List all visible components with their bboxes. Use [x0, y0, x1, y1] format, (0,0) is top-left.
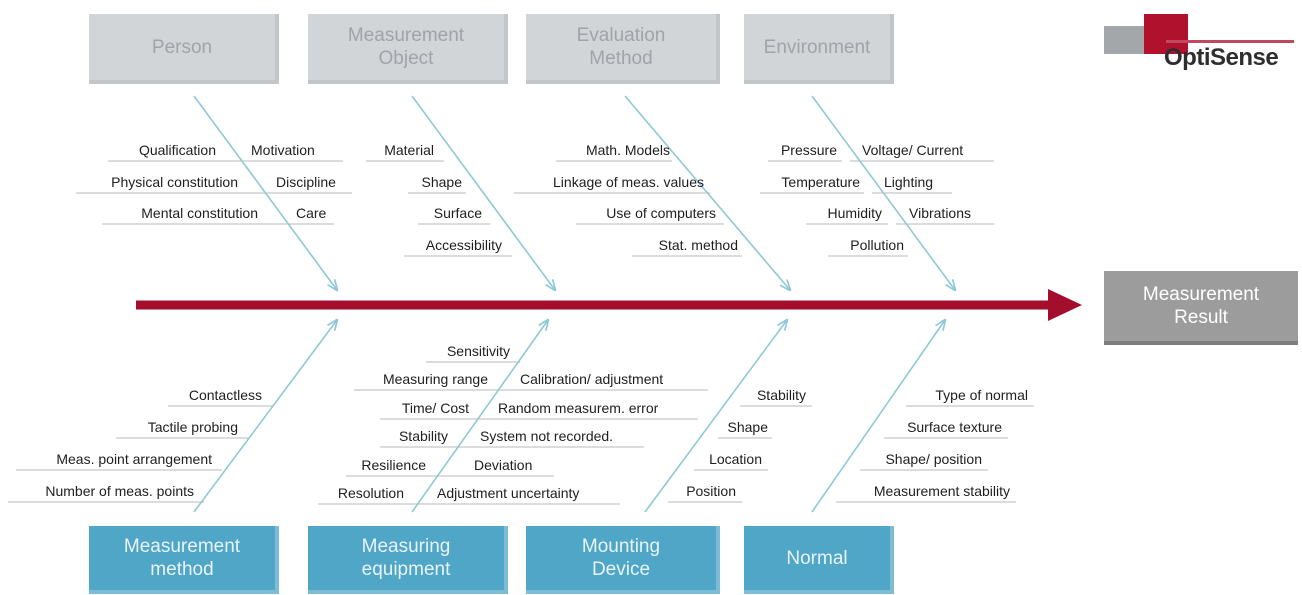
cause-label: Location [709, 451, 762, 467]
cause-label: Resilience [361, 457, 426, 473]
cause-label: Stability [399, 428, 448, 444]
cause-label: Mental constitution [141, 205, 258, 221]
cause-label: Adjustment uncertainty [437, 485, 579, 501]
cause-label: Motivation [251, 142, 315, 158]
cause-label: Pollution [850, 237, 904, 253]
cause-label: Accessibility [426, 237, 502, 253]
category-box-person: Person [89, 14, 279, 84]
bone-bottom-1 [193, 320, 337, 513]
cause-label: Temperature [781, 174, 860, 190]
cause-label: Calibration/ adjustment [520, 371, 663, 387]
category-label-normal: Normal [786, 547, 848, 569]
cause-label: Deviation [474, 457, 532, 473]
cause-label: Use of computers [606, 205, 716, 221]
cause-label: Pressure [781, 142, 837, 158]
cause-label: Math. Models [586, 142, 670, 158]
category-label-evaluation-method: Evaluation Method [576, 25, 666, 69]
bone-top-2 [411, 95, 555, 290]
cause-label: Linkage of meas. values [553, 174, 704, 190]
cause-label: Number of meas. points [45, 483, 194, 499]
category-box-measurement-method: Measurement method [89, 526, 279, 594]
cause-label: Surface texture [907, 419, 1002, 435]
logo-text: OptiSense [1164, 44, 1279, 71]
cause-label: Shape [728, 419, 769, 435]
bone-bottom-3 [644, 320, 787, 513]
cause-label: Shape/ position [885, 451, 982, 467]
cause-label: Tactile probing [148, 419, 238, 435]
cause-label: Measuring range [383, 371, 488, 387]
category-box-mounting-device: Mounting Device [526, 526, 720, 594]
cause-label: Lighting [884, 174, 933, 190]
category-label-measurement-method: Measurement method [123, 536, 241, 580]
cause-label: Material [384, 142, 434, 158]
logo-underline [1166, 40, 1294, 43]
cause-label: Stability [757, 387, 806, 403]
category-label-measuring-equipment: Measuring equipment [361, 536, 451, 580]
cause-label: Physical constitution [111, 174, 238, 190]
bone-bottom-4 [811, 320, 945, 513]
bone-bottom-2 [411, 320, 548, 513]
optisense-logo: OptiSense [1104, 14, 1296, 74]
cause-label: Surface [434, 205, 482, 221]
category-label-mounting-device: Mounting Device [581, 536, 661, 580]
cause-label: Meas. point arrangement [56, 451, 212, 467]
cause-label: Shape [422, 174, 463, 190]
cause-label: Measurement stability [874, 483, 1010, 499]
category-label-person: Person [151, 36, 213, 58]
cause-label: Sensitivity [447, 343, 510, 359]
category-box-measuring-equipment: Measuring equipment [308, 526, 508, 594]
effect-box-measurement-result: Measurement Result [1104, 271, 1298, 345]
cause-label: Discipline [276, 174, 336, 190]
cause-label: Humidity [828, 205, 882, 221]
category-label-measurement-object: Measurement Object [347, 25, 465, 69]
cause-label: Contactless [189, 387, 262, 403]
cause-label: Position [686, 483, 736, 499]
category-box-measurement-object: Measurement Object [308, 14, 508, 84]
cause-label: Qualification [139, 142, 216, 158]
cause-label: Vibrations [909, 205, 971, 221]
cause-label: System not recorded. [480, 428, 613, 444]
effect-label: Measurement Result [1142, 284, 1260, 328]
cause-label: Random measurem. error [498, 400, 659, 416]
logo-red-square [1144, 14, 1188, 54]
cause-label: Type of normal [935, 387, 1028, 403]
spine-arrowhead [1048, 289, 1082, 321]
category-label-environment: Environment [763, 36, 871, 58]
category-box-environment: Environment [744, 14, 894, 84]
cause-label: Voltage/ Current [862, 142, 963, 158]
cause-label: Resolution [338, 485, 404, 501]
category-box-normal: Normal [744, 526, 894, 594]
category-box-evaluation-method: Evaluation Method [526, 14, 720, 84]
cause-label: Stat. method [659, 237, 738, 253]
cause-label: Care [296, 205, 327, 221]
cause-label: Time/ Cost [402, 400, 469, 416]
